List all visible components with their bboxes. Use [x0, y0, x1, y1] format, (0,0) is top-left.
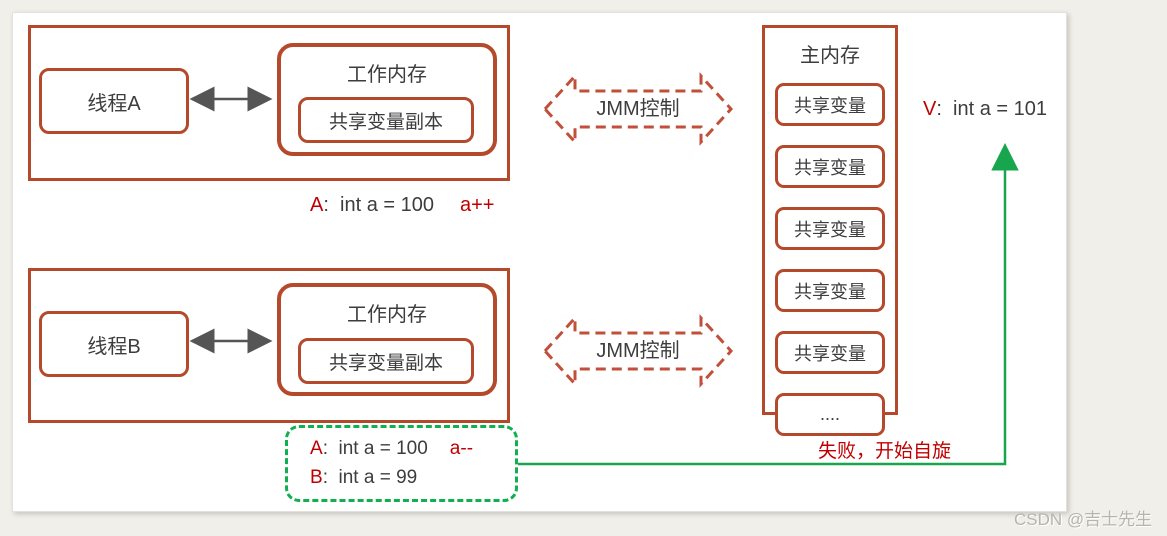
- shared-variable-label: 共享变量: [794, 95, 866, 116]
- shared-variable-label: 共享变量: [794, 281, 866, 302]
- shared-variable-slot: 共享变量: [775, 269, 885, 312]
- thread-b-box: 线程B: [39, 311, 189, 377]
- thread-a-shared-copy-box: 共享变量副本: [298, 97, 474, 143]
- jmm-control-label-bottom: JMM控制: [596, 340, 680, 362]
- result-annotation: V : int a = 101: [923, 98, 1047, 121]
- thread-b-working-memory-title: 工作内存: [347, 304, 427, 326]
- shared-variable-slot: 共享变量: [775, 207, 885, 250]
- thread-a-annotation-prefix: A: [310, 194, 324, 216]
- main-memory-slots: 共享变量 共享变量 共享变量 共享变量 共享变量 ....: [765, 83, 895, 436]
- shared-variable-label: 共享变量: [794, 157, 866, 178]
- thread-a-annotation-text: : int a = 100: [323, 194, 434, 216]
- thread-a-working-memory-title: 工作内存: [347, 64, 427, 86]
- thread-a-annotation: A : int a = 100 a++: [310, 194, 494, 217]
- thread-a-shared-copy-label: 共享变量副本: [328, 111, 443, 133]
- thread-b-shared-copy-box: 共享变量副本: [298, 338, 474, 384]
- shared-variable-label: 共享变量: [794, 219, 866, 240]
- thread-b-label: 线程B: [87, 335, 141, 358]
- thread-b-shared-copy-label: 共享变量副本: [328, 352, 443, 374]
- thread-a-box: 线程A: [39, 68, 189, 134]
- ellipsis-slot: ....: [775, 393, 885, 436]
- cas-line-b-text: : int a = 99: [322, 467, 418, 488]
- cas-result-box: A : int a = 100 a-- B : int a = 99: [285, 425, 518, 502]
- cas-line-a-op: a--: [449, 438, 474, 459]
- main-memory-title: 主内存: [800, 45, 860, 67]
- jmm-control-label-top: JMM控制: [596, 98, 680, 120]
- thread-a-label: 线程A: [87, 92, 141, 115]
- cas-line-b: B : int a = 99: [310, 467, 515, 489]
- watermark: CSDN @吉士先生: [1014, 510, 1153, 529]
- cas-line-b-prefix: B: [310, 467, 323, 488]
- shared-variable-slot: 共享变量: [775, 331, 885, 374]
- main-memory-box: 主内存 共享变量 共享变量 共享变量 共享变量 共享变量 ....: [762, 25, 898, 436]
- result-text: : int a = 101: [936, 98, 1047, 120]
- cas-line-a-text: : int a = 100: [322, 438, 428, 459]
- result-prefix: V: [923, 98, 937, 120]
- shared-variable-slot: 共享变量: [775, 145, 885, 188]
- shared-variable-slot: 共享变量: [775, 83, 885, 126]
- spin-fail-label: 失败，开始自旋: [818, 441, 952, 462]
- ellipsis-label: ....: [819, 404, 840, 424]
- cas-line-a: A : int a = 100 a--: [310, 438, 515, 460]
- cas-line-a-prefix: A: [310, 438, 323, 459]
- thread-a-annotation-op: a++: [459, 194, 495, 216]
- shared-variable-label: 共享变量: [794, 343, 866, 364]
